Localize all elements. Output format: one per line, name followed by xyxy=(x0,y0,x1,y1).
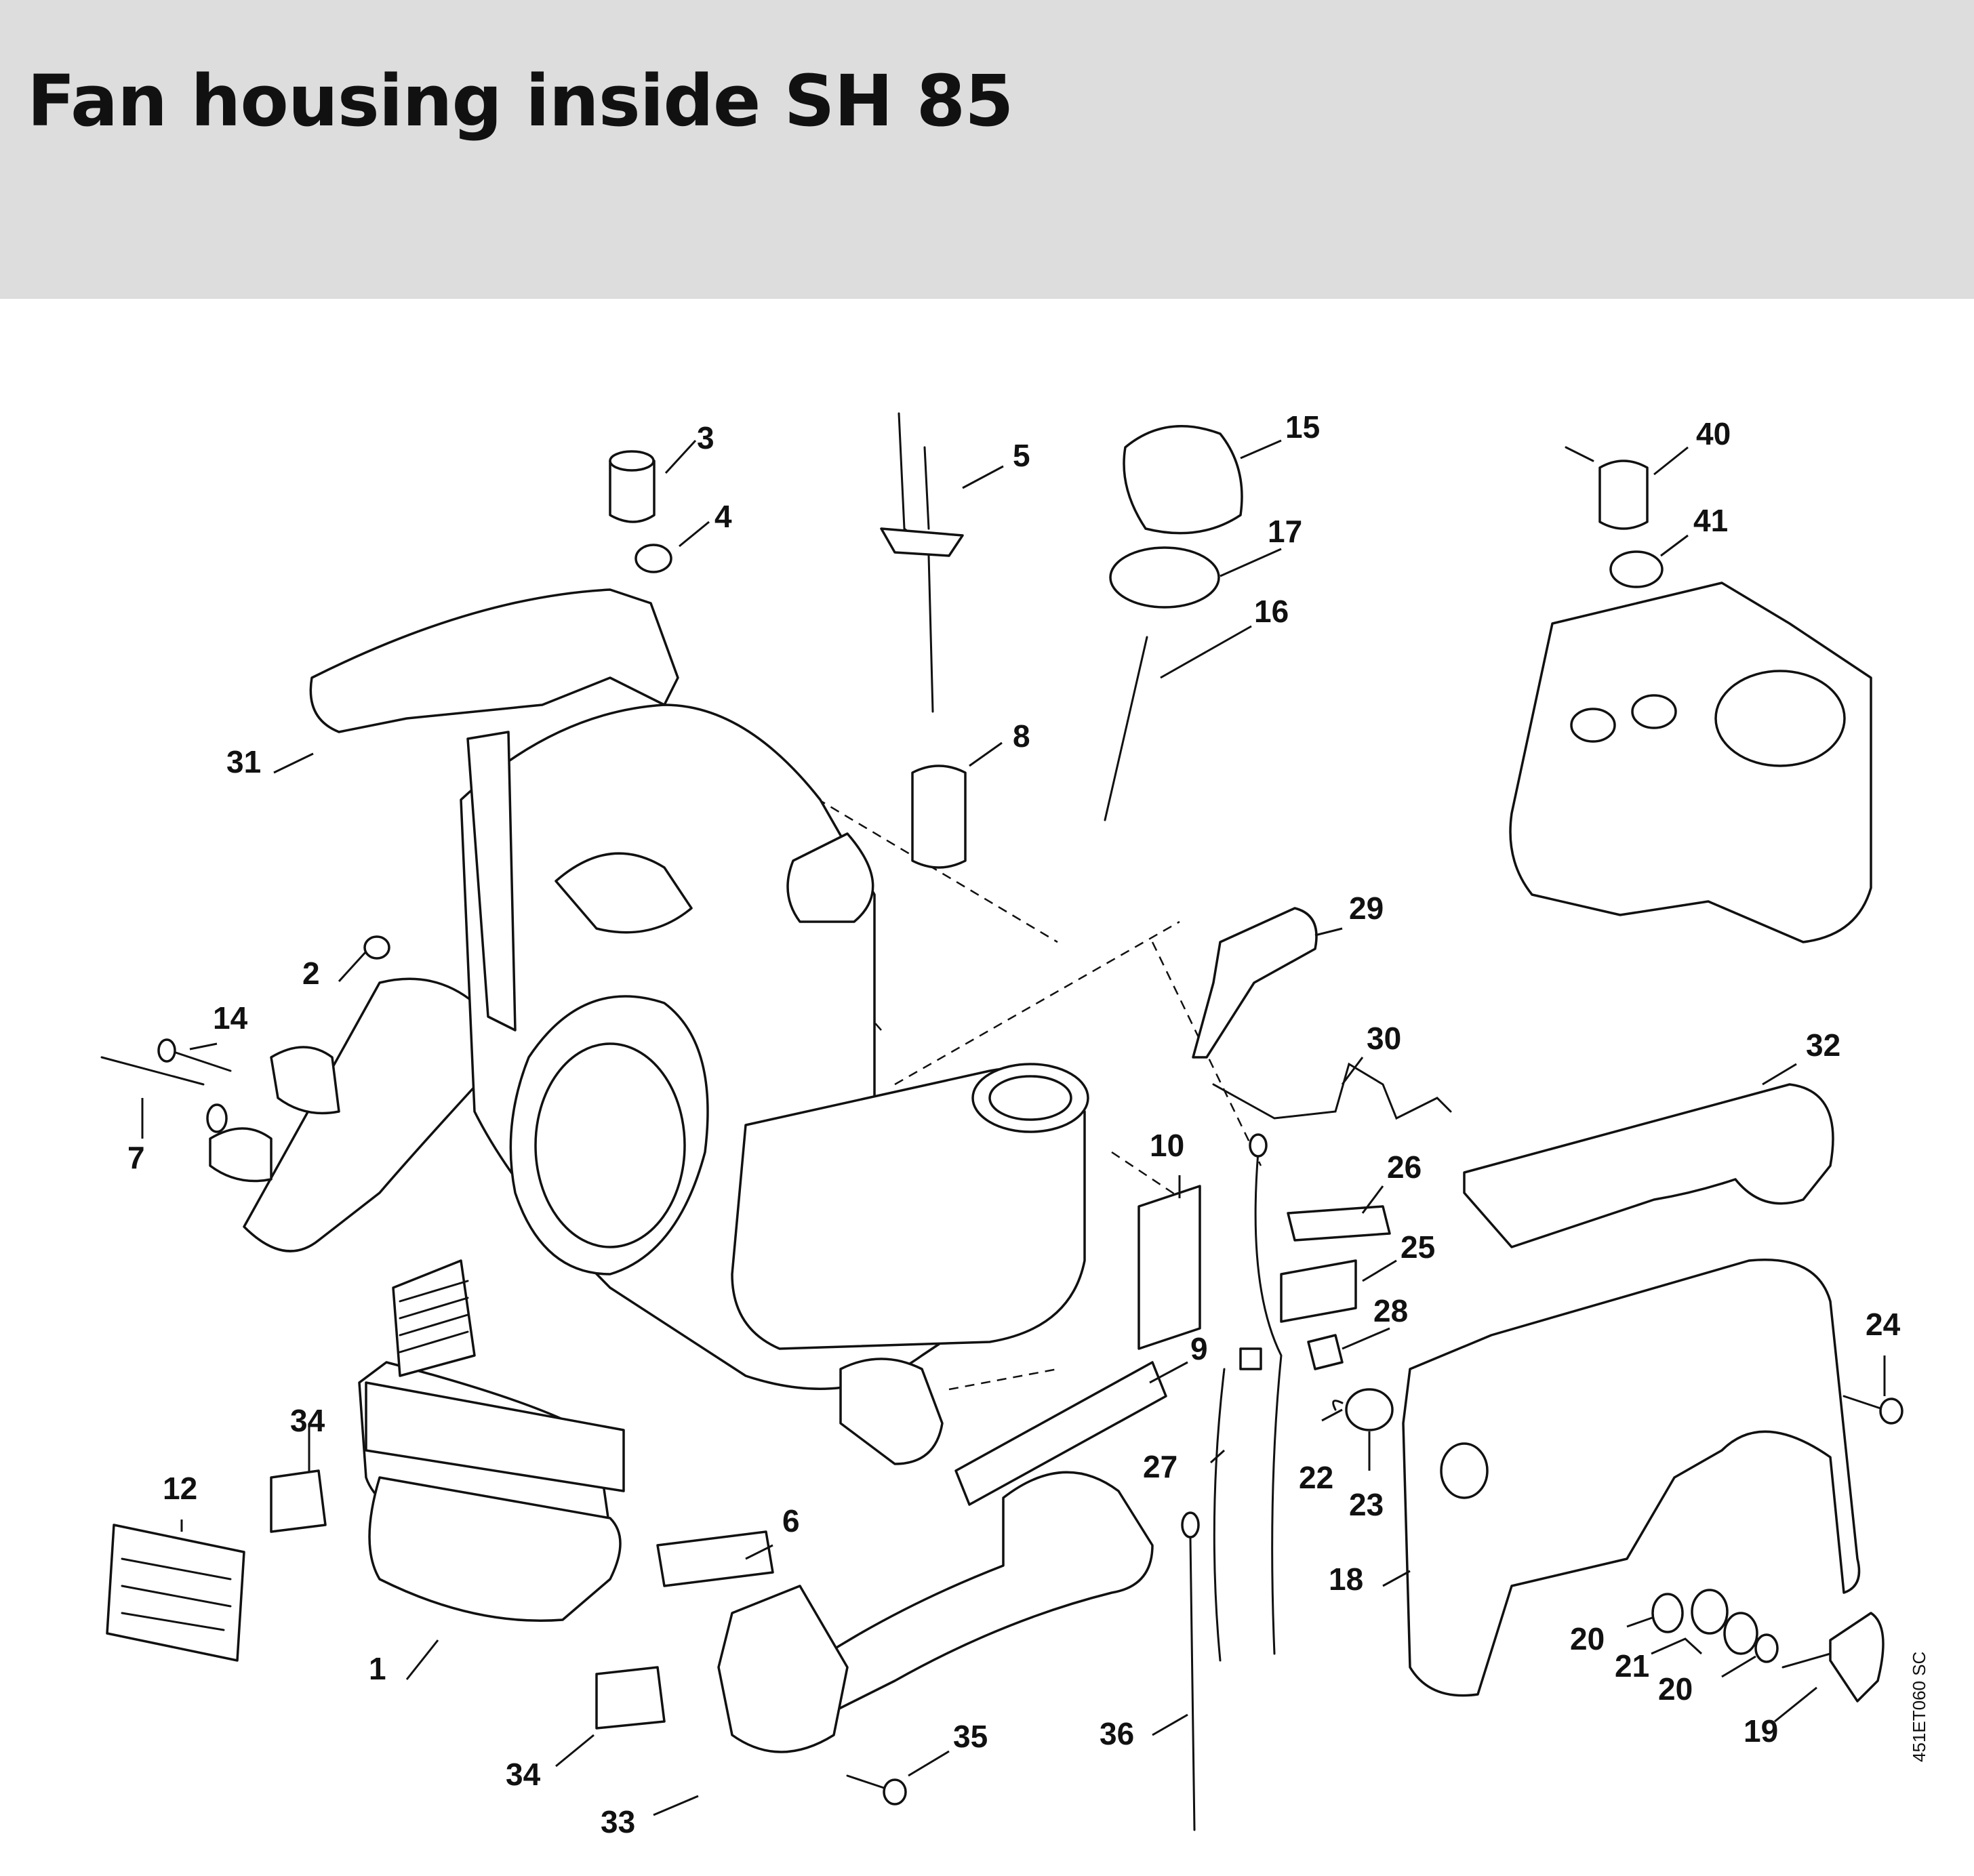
part-5-fuel-line xyxy=(880,412,964,713)
callout-29: 29 xyxy=(1349,891,1384,926)
part-30-throttle-rod xyxy=(1212,1062,1452,1120)
part-3-connector xyxy=(609,450,656,523)
part-29-throttle-trigger xyxy=(1192,907,1318,1059)
part-28-connector xyxy=(1307,1334,1344,1370)
part-16-retainer-strap xyxy=(1104,636,1148,821)
part-32-handle-cover xyxy=(1463,1083,1834,1248)
part-36-wire xyxy=(1181,1511,1200,1831)
callout-34-upper: 34 xyxy=(290,1403,325,1438)
callout-36: 36 xyxy=(1100,1716,1134,1751)
fan-housing-main-body xyxy=(243,704,1089,1564)
callout-17: 17 xyxy=(1268,514,1302,549)
callout-1: 1 xyxy=(369,1651,386,1686)
part-19-knob xyxy=(1781,1612,1885,1702)
part-24-screw xyxy=(1842,1395,1904,1425)
callout-30: 30 xyxy=(1367,1021,1401,1056)
part-33-front-handle xyxy=(717,1471,1154,1753)
callout-21: 21 xyxy=(1615,1648,1649,1684)
page-title: Fan housing inside SH 85 xyxy=(27,60,1013,142)
callout-9: 9 xyxy=(1190,1331,1208,1366)
part-1-nozzle xyxy=(368,1476,622,1622)
callout-24: 24 xyxy=(1866,1307,1901,1342)
part-18-rear-handle xyxy=(1402,1259,1861,1697)
part-21-washer xyxy=(1691,1589,1758,1655)
callout-14: 14 xyxy=(213,1000,248,1036)
part-12-name-plate xyxy=(106,1524,245,1662)
callout-19: 19 xyxy=(1744,1713,1778,1749)
part-34-pad-upper xyxy=(270,1469,327,1533)
callout-leaders xyxy=(141,439,1886,1816)
callout-18: 18 xyxy=(1329,1562,1363,1597)
part-10-warning-label xyxy=(1137,1185,1201,1350)
part-4-o-ring xyxy=(634,544,672,573)
part-7-screw-spring xyxy=(100,1056,228,1133)
part-20-washer xyxy=(1651,1593,1779,1663)
part-41-grommet xyxy=(1609,550,1664,588)
part-8-fuel-filter xyxy=(911,764,967,869)
housing-vent-grille xyxy=(399,1280,469,1353)
callout-3: 3 xyxy=(697,420,714,455)
part-40-connector xyxy=(1565,446,1649,530)
part-14-screw xyxy=(157,1038,232,1072)
callout-35: 35 xyxy=(953,1719,988,1754)
callout-2: 2 xyxy=(302,956,320,991)
callout-10: 10 xyxy=(1150,1128,1184,1163)
callout-7: 7 xyxy=(127,1140,145,1175)
clip-bracket xyxy=(209,1046,340,1183)
callout-8: 8 xyxy=(1013,718,1030,754)
part-25-stop-switch xyxy=(1280,1259,1357,1323)
callout-33: 33 xyxy=(601,1804,635,1839)
callout-27: 27 xyxy=(1143,1449,1177,1484)
fuel-tank xyxy=(1509,582,1872,943)
callout-16: 16 xyxy=(1254,594,1289,629)
part-6-foam-pad xyxy=(656,1530,774,1587)
callout-20-upper: 20 xyxy=(1570,1621,1605,1656)
part-27-wire xyxy=(1213,1347,1262,1662)
callout-28: 28 xyxy=(1373,1293,1408,1328)
callout-22: 22 xyxy=(1299,1460,1333,1495)
callout-20-lower: 20 xyxy=(1658,1671,1693,1707)
callout-23: 23 xyxy=(1349,1487,1384,1522)
part-35-screw xyxy=(846,1774,907,1806)
callout-32: 32 xyxy=(1806,1027,1840,1063)
callout-31: 31 xyxy=(226,744,261,779)
part-17-cap-o-ring xyxy=(1109,546,1220,609)
callout-40: 40 xyxy=(1696,416,1731,451)
callout-15: 15 xyxy=(1285,409,1320,445)
part-9-warning-label xyxy=(954,1361,1167,1506)
part-15-fuel-cap xyxy=(1123,425,1243,535)
callout-4: 4 xyxy=(714,499,732,534)
ignition-wire xyxy=(1249,1133,1283,1655)
callout-26: 26 xyxy=(1387,1149,1422,1185)
callout-12: 12 xyxy=(163,1471,197,1506)
header-band: Fan housing inside SH 85 xyxy=(0,0,1974,299)
drawing-code: 451ET060 SC xyxy=(1909,1652,1929,1762)
part-34-pad-lower xyxy=(595,1666,666,1730)
part-22-circlip xyxy=(1332,1400,1344,1411)
part-31-top-cover xyxy=(309,588,679,733)
callout-25: 25 xyxy=(1401,1229,1435,1265)
part-2-plug xyxy=(363,935,390,960)
part-23-bushing xyxy=(1345,1388,1394,1431)
callout-6: 6 xyxy=(782,1503,800,1538)
callout-labels: 3 4 5 8 15 17 16 40 41 31 2 14 7 10 9 29… xyxy=(127,409,1901,1839)
callout-34-lower: 34 xyxy=(506,1757,541,1792)
callout-5: 5 xyxy=(1013,438,1030,473)
part-26-switch-cover xyxy=(1287,1205,1391,1242)
callout-41: 41 xyxy=(1693,503,1728,538)
